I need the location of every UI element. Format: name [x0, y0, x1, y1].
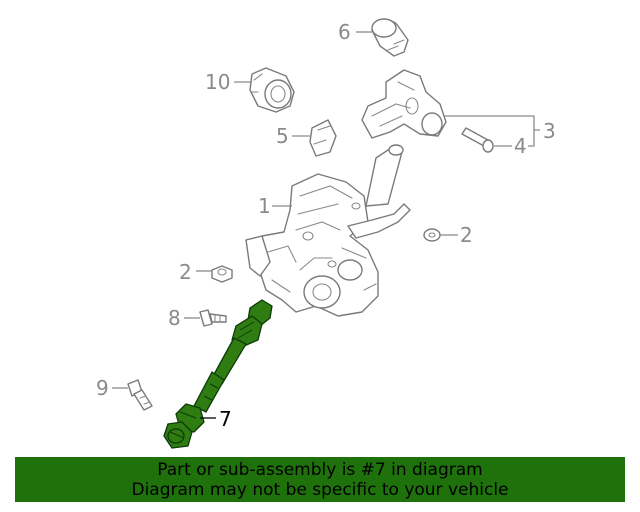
part-2-nut-left — [211, 265, 233, 283]
banner-line-1: Part or sub-assembly is #7 in diagram — [157, 460, 483, 480]
part-10-housing — [249, 67, 295, 113]
leader-3 — [444, 115, 540, 147]
part-2-washer-right — [423, 228, 441, 242]
callout-6: 6 — [338, 20, 351, 44]
part-7-intermediate-shaft — [163, 299, 273, 449]
callout-2-right: 2 — [460, 223, 473, 247]
callout-7: 7 — [219, 407, 232, 431]
callout-5: 5 — [276, 124, 289, 148]
part-4-bolt — [461, 127, 494, 153]
part-6-cap — [371, 18, 409, 57]
callout-2-left: 2 — [179, 260, 192, 284]
callout-8: 8 — [168, 306, 181, 330]
part-9-bolt — [127, 379, 153, 411]
part-3-lock-housing — [361, 69, 447, 139]
part-5-clip — [309, 119, 337, 157]
callout-10: 10 — [205, 70, 230, 94]
callout-4: 4 — [514, 134, 527, 158]
info-banner: Part or sub-assembly is #7 in diagram Di… — [15, 457, 625, 502]
callout-3: 3 — [543, 119, 556, 143]
part-1-steering-column — [245, 144, 411, 317]
callout-1: 1 — [258, 194, 271, 218]
callout-9: 9 — [96, 376, 109, 400]
part-8-bolt — [199, 309, 227, 327]
banner-line-2: Diagram may not be specific to your vehi… — [131, 480, 509, 500]
